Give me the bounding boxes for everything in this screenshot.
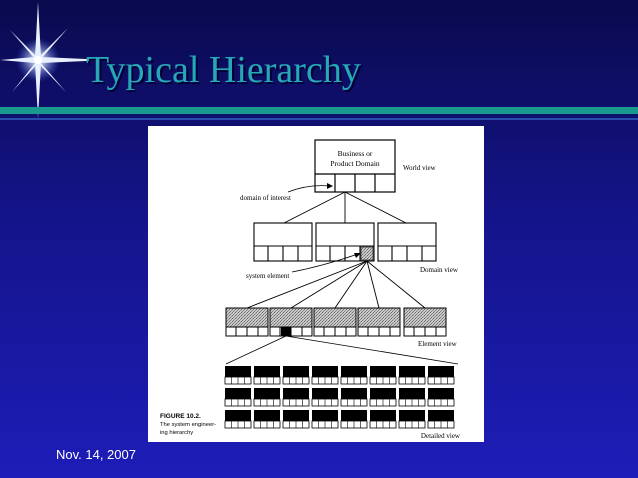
detail-box — [312, 410, 338, 421]
detail-box — [370, 410, 396, 421]
detail-box — [254, 366, 280, 377]
detail-box — [341, 410, 367, 421]
sparkle-star-icon — [0, 2, 108, 118]
slide-date: Nov. 14, 2007 — [56, 447, 136, 462]
detail-box — [254, 388, 280, 399]
system-element-arrow — [291, 253, 359, 273]
detail-box — [399, 366, 425, 377]
detail-box — [428, 366, 454, 377]
slide-title: Typical Hierarchy — [86, 49, 361, 91]
hierarchy-figure: Business or Product Domain World view do… — [148, 126, 484, 442]
figure-caption-line1: The system engineer- — [160, 422, 216, 428]
detail-box — [312, 366, 338, 377]
detail-box — [399, 410, 425, 421]
system-element-label: system element — [246, 272, 289, 280]
detail-box — [283, 366, 309, 377]
selected-component — [281, 327, 291, 336]
detail-box — [399, 388, 425, 399]
detail-box — [225, 366, 251, 377]
detail-box — [283, 410, 309, 421]
top-box-line2: Product Domain — [330, 159, 380, 168]
detail-box — [225, 388, 251, 399]
selected-system-element — [360, 246, 374, 261]
detail-box — [370, 388, 396, 399]
detail-box — [225, 410, 251, 421]
business-domain-box — [314, 139, 396, 193]
domain-level-boxes — [253, 222, 437, 262]
element-view-label: Element view — [418, 340, 458, 348]
detailed-view-label: Detailed view — [421, 432, 461, 440]
detail-box — [341, 388, 367, 399]
detail-level-grid — [224, 366, 455, 429]
top-connectors — [283, 191, 407, 224]
detail-box — [370, 366, 396, 377]
top-box-line1: Business or — [338, 149, 373, 158]
domain-of-interest-arrow — [287, 185, 331, 193]
title-divider — [0, 107, 638, 114]
detail-box — [428, 388, 454, 399]
detail-box — [341, 366, 367, 377]
detail-box — [428, 410, 454, 421]
figure-caption-line2: ing hierarchy — [160, 430, 193, 436]
hierarchy-diagram: Business or Product Domain World view do… — [160, 139, 461, 440]
detail-box — [283, 388, 309, 399]
element-connectors — [246, 260, 426, 309]
domain-view-label: Domain view — [420, 266, 459, 274]
detail-box — [254, 410, 280, 421]
figure-caption-number: FIGURE 10.2. — [160, 413, 201, 420]
title-divider-thin — [0, 118, 638, 120]
world-view-label: World view — [403, 164, 437, 172]
detail-connectors — [225, 335, 459, 365]
element-level-boxes — [225, 307, 447, 337]
domain-of-interest-label: domain of interest — [240, 194, 291, 202]
detail-box — [312, 388, 338, 399]
